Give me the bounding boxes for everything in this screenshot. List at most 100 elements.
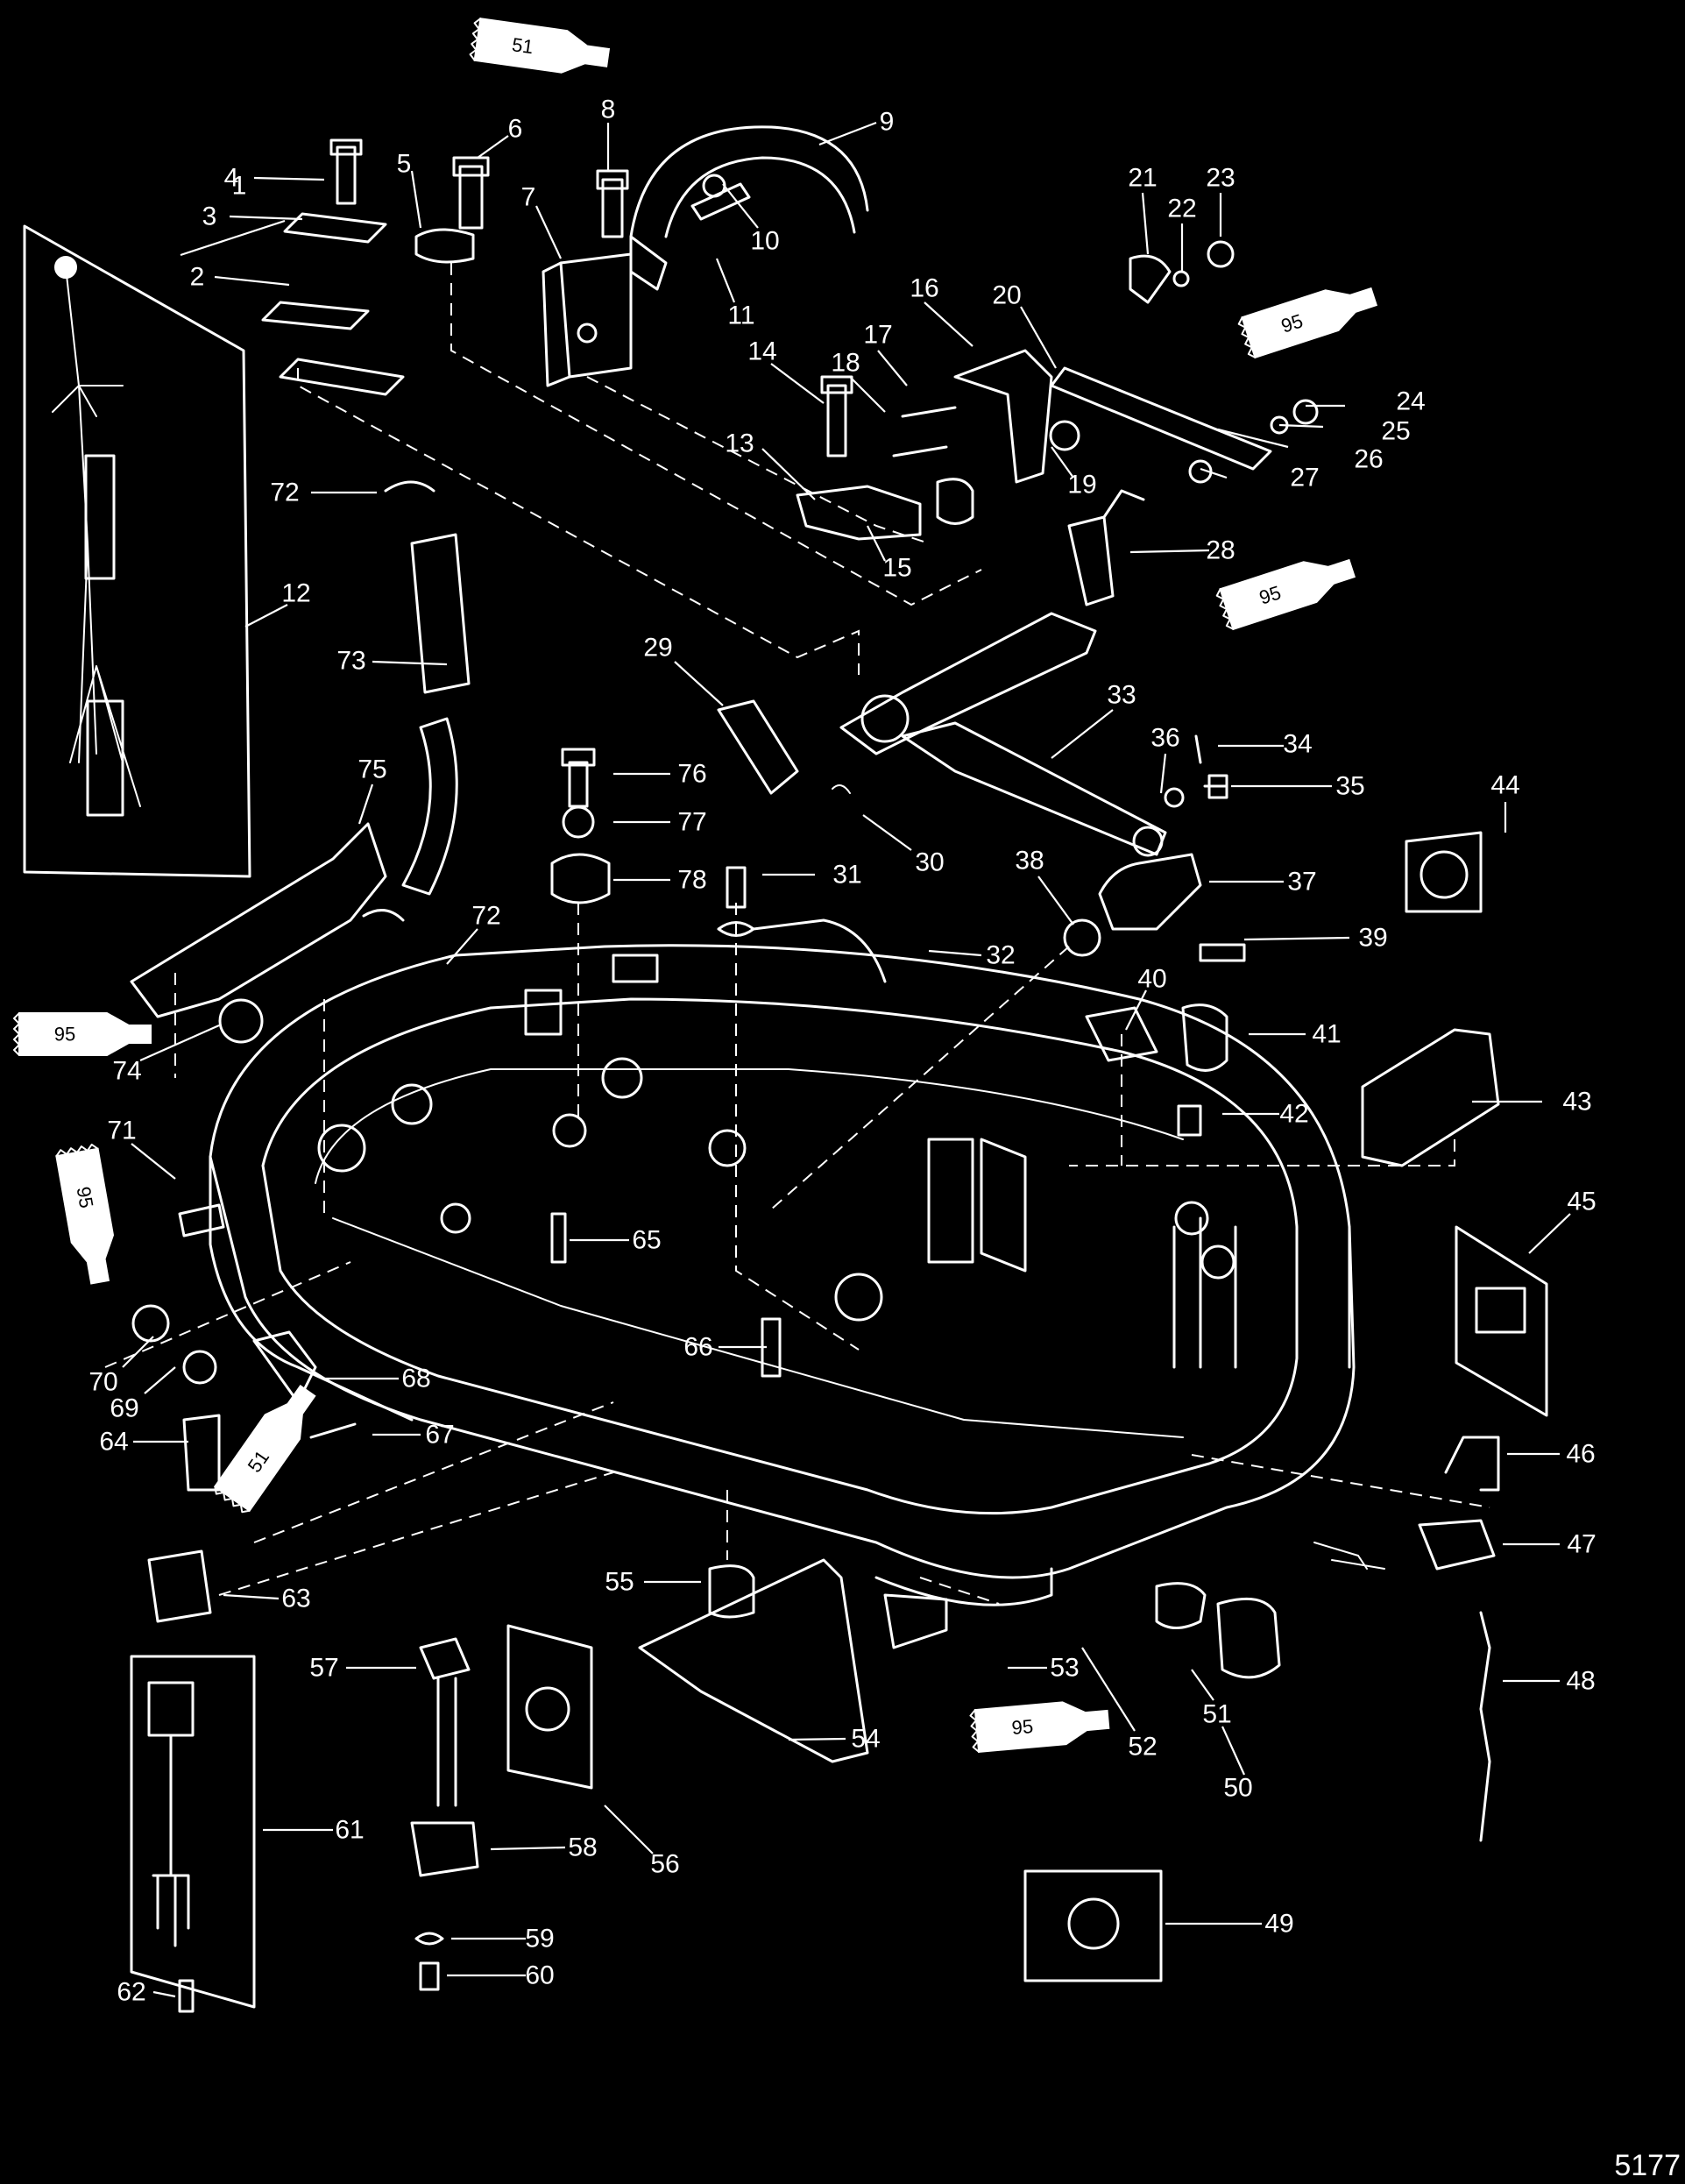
callout-label: 44: [1490, 771, 1519, 800]
clip-46: [1444, 1436, 1500, 1492]
plug-51: [1155, 1582, 1207, 1629]
grommet-55: [708, 1564, 755, 1619]
mounting-boss: [1174, 1201, 1209, 1236]
callout-label: 18: [831, 349, 860, 378]
callout-label: 41: [1312, 1020, 1341, 1049]
link-26: [1050, 366, 1272, 471]
assembly-dash-11: [218, 1401, 614, 1596]
callout-leader: [1221, 1726, 1246, 1776]
callout-label: 62: [117, 1978, 145, 2007]
assembly-dash-13: [1191, 1454, 1490, 1508]
bolt-76: [561, 748, 596, 808]
grommet-78: [550, 853, 611, 904]
tube-crimp: [55, 1143, 99, 1158]
tube-body: [973, 1701, 1110, 1753]
pin-62: [178, 1979, 195, 2013]
link-arm-eye: [1132, 826, 1164, 857]
callout-leader: [924, 301, 973, 347]
callout-label: 76: [677, 760, 706, 789]
cowl-floor-seam: [332, 1217, 1184, 1438]
callout-label: 43: [1562, 1088, 1591, 1117]
callout-label: 61: [335, 1816, 364, 1845]
callout-label: 48: [1566, 1667, 1595, 1696]
clip-64: [182, 1414, 221, 1492]
callout-label: 54: [851, 1725, 880, 1754]
hose-73b: [401, 717, 458, 896]
tube-label: 95: [73, 1185, 98, 1209]
callout-label: 24: [1396, 387, 1425, 416]
rod-end: [860, 694, 910, 743]
callout-leader: [604, 1805, 654, 1854]
callout-leader: [223, 1593, 280, 1600]
callout-label: 74: [112, 1057, 141, 1086]
switch-45: [1475, 1287, 1526, 1334]
callout-label: 42: [1279, 1100, 1308, 1129]
callout-label: 11: [727, 301, 754, 330]
cowl-side-wall: [209, 1155, 414, 1422]
clip-68: [252, 1330, 317, 1404]
callout-label: 36: [1150, 724, 1179, 753]
sealant-tube: 51: [469, 18, 611, 74]
mounting-boss: [1200, 1244, 1235, 1280]
callout-label: 16: [910, 274, 938, 303]
callout-leader: [715, 258, 736, 303]
callout-leader: [1243, 936, 1350, 941]
callout-label: 26: [1354, 445, 1383, 474]
callout-leader: [446, 928, 478, 965]
screw-39: [1199, 943, 1246, 962]
tube-crimp: [1237, 316, 1257, 358]
callout-leader: [144, 1366, 176, 1394]
cowl-inner-floor-line: [315, 1068, 1184, 1184]
callout-label: 40: [1137, 965, 1166, 994]
callout-leader: [788, 1737, 846, 1741]
callout-label: 78: [677, 866, 706, 895]
mounting-boss: [708, 1129, 747, 1167]
part-40: [1085, 1006, 1158, 1062]
callout-leader: [180, 219, 286, 257]
lanyard-48: [1479, 1611, 1491, 1842]
sealant-tube: 95: [55, 1143, 115, 1285]
callout-label: 34: [1283, 730, 1312, 759]
mounting-boss: [834, 1273, 883, 1322]
callout-label: 9: [880, 108, 895, 137]
washer-59: [414, 1932, 444, 1946]
tube-body: [213, 1384, 316, 1513]
fitting-37: [1098, 853, 1202, 931]
callout-label: 14: [747, 337, 776, 366]
callout-leader: [722, 183, 759, 229]
rod-assembly: [839, 612, 1097, 755]
callout-label: 60: [525, 1961, 554, 1990]
callout-leader: [244, 604, 288, 628]
callout-leader: [490, 1846, 566, 1851]
callout-leader: [1129, 549, 1210, 554]
box-56: [506, 1624, 593, 1790]
callout-leader: [862, 814, 912, 851]
tube-body: [18, 1012, 152, 1056]
washer-19: [1049, 420, 1080, 451]
cowl-lower-edge: [874, 1567, 1053, 1606]
cover-43: [1361, 1028, 1500, 1167]
harness-sleeve: [84, 454, 124, 817]
assembly-dash-3: [586, 376, 930, 544]
sensor-57: [419, 1637, 471, 1807]
assembly-dash-14: [919, 1577, 1000, 1605]
callout-leader: [1081, 1647, 1136, 1732]
center-post: [927, 1138, 974, 1264]
plate-3: [283, 212, 387, 244]
assembly-dash-5: [735, 903, 860, 1351]
tube-crimp: [469, 18, 482, 61]
clip-5: [414, 228, 475, 264]
tube-label: 95: [1011, 1715, 1035, 1739]
tube-crimp: [1215, 588, 1235, 630]
harness-9-switch: [629, 235, 668, 291]
tube-crimp: [214, 1486, 251, 1514]
callout-label: 53: [1050, 1654, 1079, 1683]
shaft-28: [1067, 489, 1145, 606]
pin-30: [832, 784, 851, 794]
callout-label: 33: [1107, 681, 1136, 710]
callout-label: 49: [1264, 1910, 1293, 1939]
callout-label: 3: [202, 202, 217, 231]
callout-leader: [1159, 753, 1167, 794]
switch-47: [1418, 1519, 1496, 1571]
tube-crimp: [969, 1709, 981, 1753]
